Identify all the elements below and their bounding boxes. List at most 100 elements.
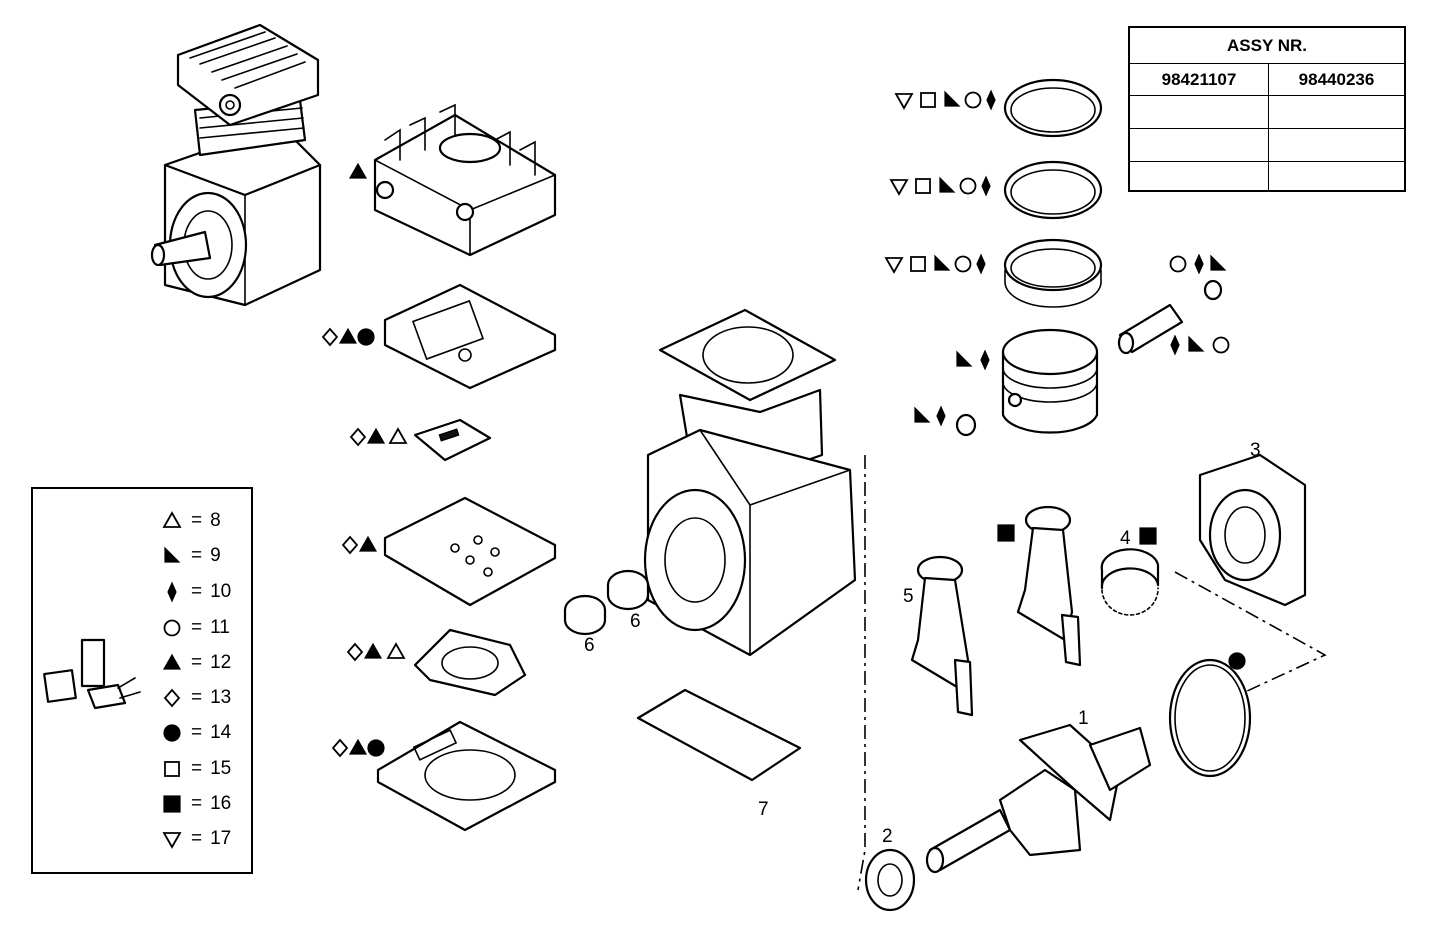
open-circle-icon [959,177,977,195]
open-circle-icon [1169,255,1187,273]
o-ring [1168,658,1252,778]
filled-triangle-icon [367,428,385,444]
callout-crankshaft: 1 [1078,708,1089,729]
piston-ring-3 [1003,238,1103,308]
half-triangle-icon [164,546,181,563]
callout-con-rod: 5 [903,586,914,607]
thrust-washer [864,848,916,912]
open-down-triangle-icon [890,179,908,195]
assy-cell [1130,96,1269,129]
filled-triangle-icon [349,163,367,179]
compressor-assembly [150,23,322,307]
assy-column-2: 98440236 [1269,64,1404,96]
legend-row: =8 [161,509,221,533]
assy-cell [1130,129,1269,162]
assy-table-header: ASSY NR. [1130,28,1404,64]
legend-row: =15 [161,757,231,781]
assembly-number-table: ASSY NR. 98421107 98440236 [1128,26,1406,192]
legend-value: 15 [210,758,232,779]
valve-plate [383,496,557,607]
open-circle-icon [1212,336,1230,354]
legend-value: 11 [210,617,230,638]
legend-value: 9 [210,545,221,566]
piston [1001,328,1099,434]
half-triangle-icon [914,407,930,423]
filled-triangle-icon [339,328,357,344]
piston-ring-2 [1003,160,1103,220]
callout-thrust-washer: 2 [882,826,893,847]
assy-column-1: 98421107 [1130,64,1269,96]
filled-triangle-icon [364,643,382,659]
bushing-a [563,594,607,636]
filled-diamond-icon [976,254,986,274]
legend-value: 13 [210,687,232,708]
open-square-icon [915,178,931,194]
half-triangle-icon [956,351,972,367]
callout-bearing-shell: 4 [1120,528,1131,549]
filled-diamond-icon [1170,335,1180,355]
bushing-b [606,569,650,611]
filled-diamond-icon [167,581,177,603]
assy-cell [1269,96,1404,129]
legend-row: =9 [161,544,221,568]
filled-square-icon [163,795,181,813]
half-triangle-icon [944,91,960,107]
legend-value: 8 [210,510,221,531]
open-triangle-icon [162,511,182,528]
legend-row: =10 [161,580,231,604]
half-triangle-icon [1188,336,1204,352]
callout-bushing-a: 6 [584,635,595,656]
legend-row: =11 [161,616,230,640]
filled-diamond-icon [986,90,996,110]
head-gasket [383,283,557,390]
legend-row: =16 [161,792,231,816]
open-square-icon [910,256,926,272]
filled-circle-icon [367,739,385,757]
crankshaft [925,723,1152,874]
filled-diamond-icon [981,176,991,196]
filled-circle-icon [357,328,375,346]
bearing-cover [1198,453,1307,607]
open-circle-icon [163,619,181,637]
half-triangle-icon [1210,255,1226,271]
open-triangle-icon [387,643,405,659]
legend-value: 10 [210,581,232,602]
open-diamond-icon [350,428,366,446]
callout-bushing-b: 6 [630,611,641,632]
filled-triangle-icon [162,653,182,670]
half-triangle-icon [934,255,950,271]
open-down-triangle-icon [885,257,903,273]
legend-value: 16 [210,793,232,814]
intermediate-gasket [413,628,527,697]
open-diamond-icon [163,688,181,708]
assy-cell [1269,162,1404,190]
filled-triangle-icon [359,536,377,552]
filled-diamond-icon [936,406,946,426]
open-diamond-icon [322,328,338,346]
piston-ring-1 [1003,78,1103,138]
legend-row: =17 [161,827,231,851]
legend-row: =14 [161,721,231,745]
symbol-legend: =8 =9 =10 =11 =12 =13 =14 =15 =16 =17 [31,487,253,874]
half-triangle-icon [939,177,955,193]
base-gasket [376,720,557,832]
legend-row: =12 [161,651,231,675]
open-down-triangle-icon [162,832,182,849]
legend-value: 14 [210,722,232,743]
filled-diamond-icon [980,350,990,370]
filled-square-icon [997,524,1015,542]
assy-cell [1269,129,1404,162]
filled-diamond-icon [1194,254,1204,274]
open-triangle-icon [389,428,407,444]
open-diamond-icon [332,739,348,757]
open-down-triangle-icon [895,93,913,109]
bearing-shell [1100,548,1160,616]
sealant-kit-icon [43,638,141,710]
filled-circle-icon [1228,652,1246,670]
callout-cover-plate: 7 [758,799,769,820]
open-square-icon [920,92,936,108]
cylinder-head [373,103,557,257]
legend-row: =13 [161,686,231,710]
assembly-lines [857,455,1327,891]
open-diamond-icon [347,643,363,661]
